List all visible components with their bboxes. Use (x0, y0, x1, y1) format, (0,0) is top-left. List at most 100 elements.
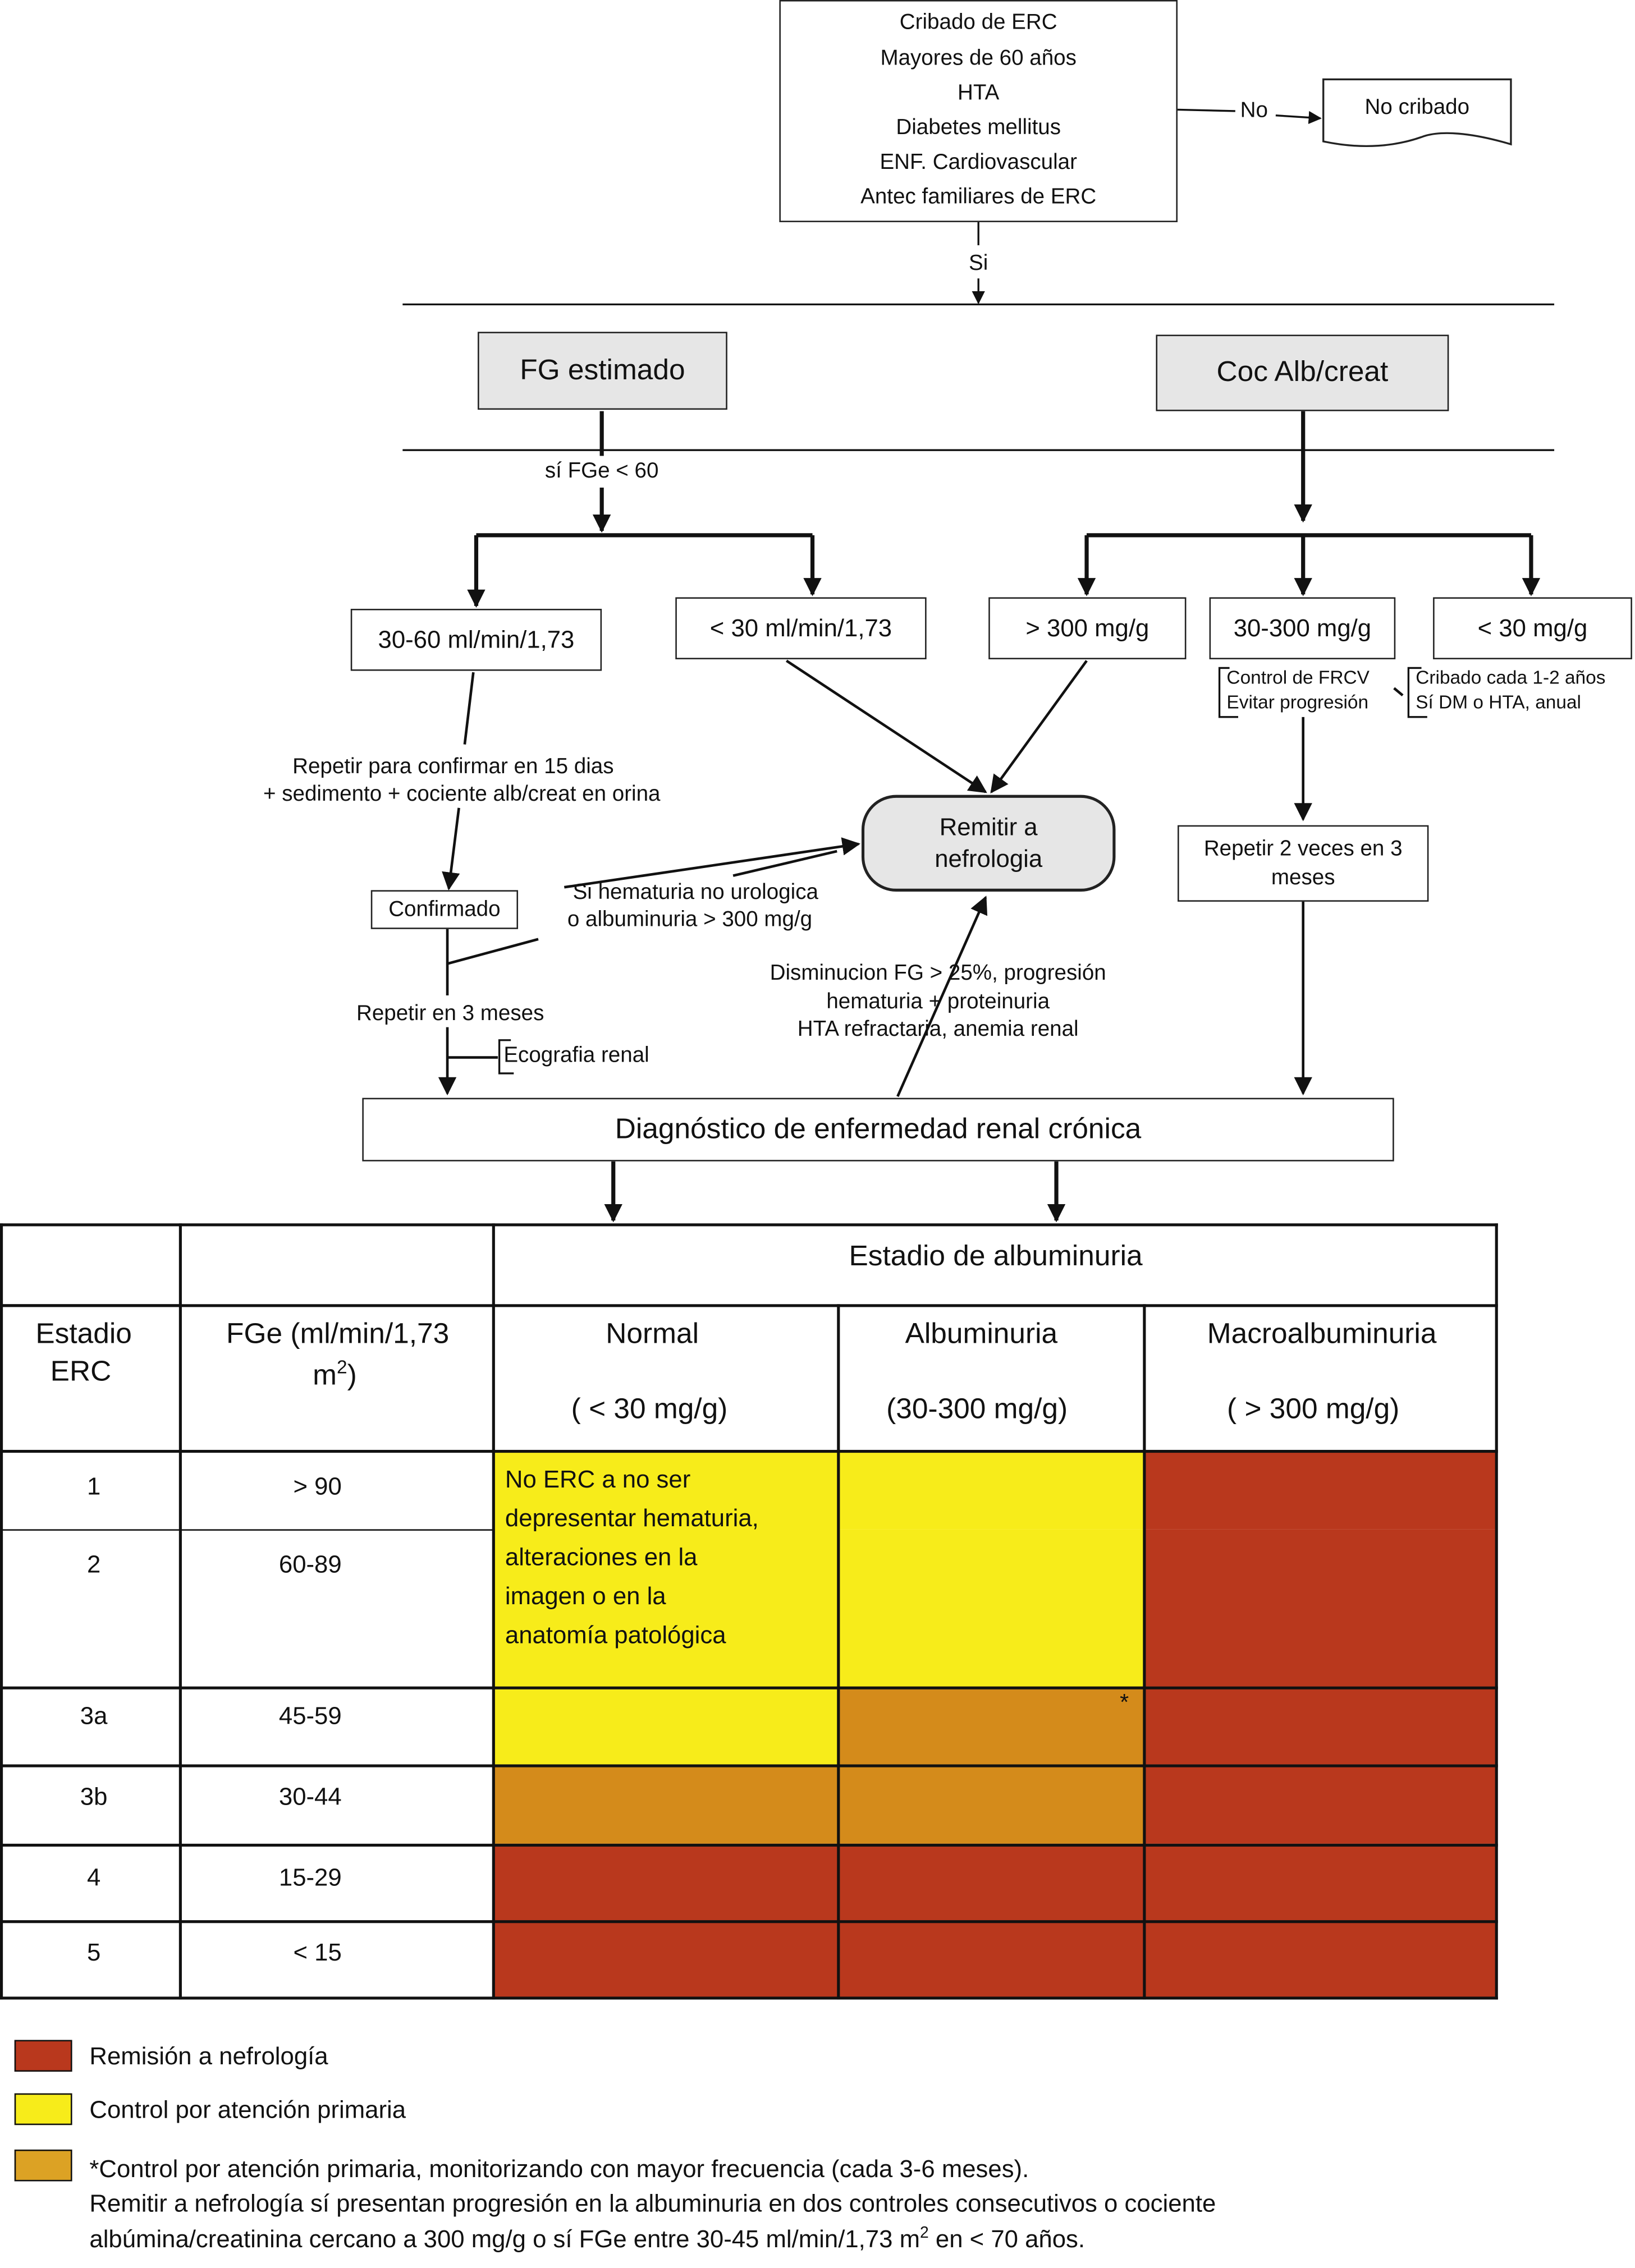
hematuria-line2: o albuminuria > 300 mg/g (567, 907, 813, 932)
remitir-nefrologia-box: Remitir a nefrologia (861, 795, 1116, 892)
col-fge-close: ) (347, 1360, 357, 1392)
legend-text-orange-3: albúmina/creatinina cercano a 300 mg/g o… (89, 2225, 1085, 2255)
screening-line: Cribado de ERC (899, 11, 1057, 35)
cell-alb-g5 (838, 1920, 1144, 1998)
cell-alb-g4 (838, 1843, 1144, 1921)
confirmado-box: Confirmado (370, 890, 519, 929)
no-label: No (1240, 98, 1268, 123)
hematuria-line1: Si hematuria no urologica (573, 880, 818, 905)
cell-normal-g5 (493, 1920, 839, 1998)
col-fge-line2: m2) (313, 1356, 357, 1393)
screening-line: Diabetes mellitus (896, 115, 1061, 140)
legend-text-orange-1: *Control por atención primaria, monitori… (89, 2155, 1029, 2183)
screening-criteria-box: Cribado de ERC Mayores de 60 años HTA Di… (779, 0, 1178, 222)
cell-macro-g4 (1144, 1843, 1497, 1921)
repeat-2-line2: meses (1271, 865, 1335, 890)
cell-alb-g3a (838, 1686, 1144, 1765)
row-fge: 60-89 (278, 1550, 342, 1578)
ckd-stage-table: Estadio de albuminuria Estadio ERC FGe (… (0, 1223, 1498, 2000)
cell-normal-g4 (493, 1843, 839, 1921)
screening-line: Mayores de 60 años (880, 45, 1077, 70)
repeat-confirm-line2: + sedimento + cociente alb/creat en orin… (263, 782, 661, 807)
control-frcv-line2: Evitar progresión (1226, 691, 1369, 713)
col-normal-range: ( < 30 mg/g) (571, 1393, 728, 1426)
fge-lt30-box: < 30 ml/min/1,73 (675, 597, 927, 659)
ecografia-label: Ecografia renal (503, 1043, 649, 1068)
legend-line3-sup: 2 (919, 2224, 929, 2242)
col-stage-line2: ERC (50, 1356, 112, 1388)
legend-line3-a: albúmina/creatinina cercano a 300 mg/g o… (89, 2225, 920, 2253)
cribado-line2: Sí DM o HTA, anual (1416, 691, 1582, 713)
cell-macro-g3a (1144, 1686, 1497, 1765)
legend-text-orange-2: Remitir a nefrología sí presentan progre… (89, 2189, 1216, 2218)
row-stage: 1 (86, 1473, 101, 1500)
alb-gt300-box: > 300 mg/g (988, 597, 1187, 659)
diagnosis-box: Diagnóstico de enfermedad renal crónica (362, 1098, 1394, 1161)
cell-normal-g3b (493, 1764, 839, 1844)
decline-line3: HTA refractaria, anemia renal (797, 1017, 1079, 1042)
cell-macro-g2 (1144, 1529, 1497, 1687)
no-cribado-document (1322, 78, 1512, 148)
remitir-line1: Remitir a (939, 812, 1038, 841)
control-frcv-line1: Control de FRCV (1226, 666, 1370, 688)
row-fge: > 90 (293, 1473, 342, 1500)
repeat-2-line1: Repetir 2 veces en 3 (1203, 835, 1403, 861)
coc-alb-creat-box: Coc Alb/creat (1156, 334, 1449, 411)
col-fge-m: m (313, 1360, 337, 1392)
row-fge: 30-44 (278, 1783, 342, 1811)
note-line: imagen o en la (505, 1582, 666, 1610)
row-stage: 2 (86, 1550, 101, 1578)
col-fge-sup: 2 (337, 1356, 347, 1378)
legend-swatch-orange (14, 2149, 72, 2182)
row-stage: 3a (80, 1702, 108, 1730)
repeat-3-months-label: Repetir en 3 meses (356, 1001, 544, 1026)
cell-macro-g3b (1144, 1764, 1497, 1844)
cell-alb-g2 (838, 1529, 1144, 1687)
asterisk-mark: * (1120, 1691, 1129, 1716)
legend-swatch-red (14, 2040, 72, 2072)
alb-lt30-box: < 30 mg/g (1433, 597, 1632, 659)
fg-estimado-box: FG estimado (478, 332, 727, 410)
screening-line: HTA (958, 80, 1000, 105)
note-line: depresentar hematuria, (505, 1504, 759, 1532)
cell-normal-g1-g2 (493, 1451, 839, 1687)
cell-alb-g3b (838, 1764, 1144, 1844)
legend-text-yellow: Control por atención primaria (89, 2096, 406, 2124)
cell-macro-g1 (1144, 1451, 1497, 1530)
col-macro-range: ( > 300 mg/g) (1227, 1393, 1400, 1426)
repeat-confirm-line1: Repetir para confirmar en 15 dias (292, 754, 614, 779)
note-line: anatomía patológica (505, 1621, 726, 1649)
row-fge: 15-29 (278, 1863, 342, 1891)
no-cribado-label: No cribado (1364, 95, 1470, 120)
screening-line: ENF. Cardiovascular (880, 150, 1077, 175)
legend-line3-b: en < 70 años. (928, 2225, 1086, 2253)
cell-normal-g3a (493, 1686, 839, 1765)
super-header: Estadio de albuminuria (849, 1241, 1143, 1273)
col-stage-line1: Estadio (35, 1318, 132, 1351)
decline-line1: Disminucion FG > 25%, progresión (770, 961, 1106, 986)
cell-alb-g1 (838, 1451, 1144, 1530)
row-fge: 45-59 (278, 1702, 342, 1730)
decline-line2: hematuria + proteinuria (826, 989, 1050, 1014)
col-normal-name: Normal (606, 1318, 699, 1351)
row-stage: 3b (80, 1783, 108, 1811)
fge-30-60-box: 30-60 ml/min/1,73 (350, 609, 602, 671)
row-fge: < 15 (293, 1939, 342, 1967)
fge-condition-label: sí FGe < 60 (541, 458, 663, 484)
note-line: No ERC a no ser (505, 1466, 691, 1494)
cell-macro-g5 (1144, 1920, 1497, 1998)
screening-line: Antec familiares de ERC (860, 185, 1097, 210)
col-fge-line1: FGe (ml/min/1,73 (226, 1318, 450, 1351)
row-stage: 4 (86, 1863, 101, 1891)
row-stage: 5 (86, 1939, 101, 1967)
col-macro-name: Macroalbuminuria (1207, 1318, 1437, 1351)
alb-30-300-box: 30-300 mg/g (1209, 597, 1396, 659)
note-line: alteraciones en la (505, 1544, 698, 1571)
cribado-line1: Cribado cada 1-2 años (1416, 666, 1606, 688)
remitir-line2: nefrologia (935, 844, 1043, 873)
legend-text-red: Remisión a nefrología (89, 2042, 328, 2070)
yes-label: Si (969, 251, 988, 276)
col-alb-range: (30-300 mg/g) (886, 1393, 1068, 1426)
